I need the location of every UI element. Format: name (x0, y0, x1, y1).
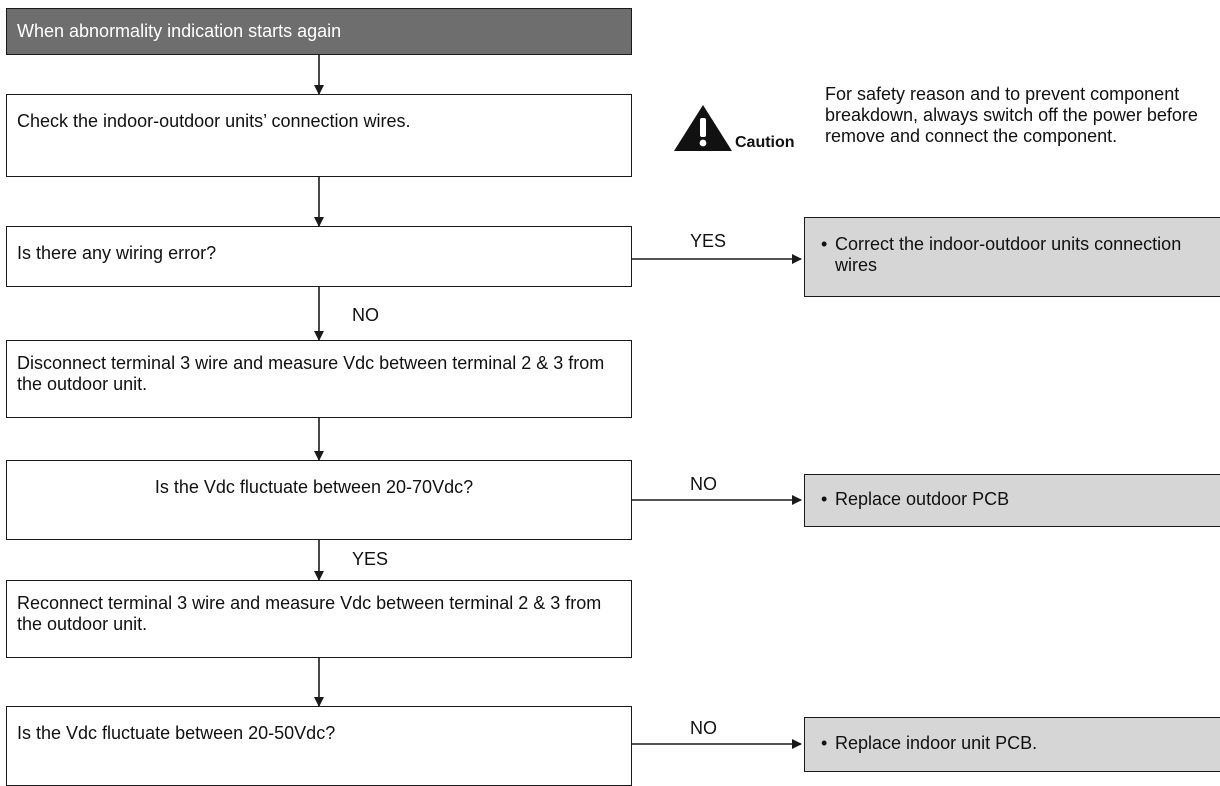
vdc-70-question-text: Is the Vdc fluctuate between 20-70Vdc? (154, 477, 474, 497)
caution-text: For safety reason and to prevent compone… (825, 84, 1198, 146)
q2-no-label: NO (690, 474, 717, 494)
start-text: When abnormality indication starts again (17, 21, 342, 41)
bullet: • (821, 489, 828, 509)
reconnect-terminal-text: Reconnect terminal 3 wire and measure Vd… (17, 593, 602, 634)
correct-wires-result-text: Correct the indoor-outdoor units connect… (835, 234, 1182, 275)
vdc-50-question-text: Is the Vdc fluctuate between 20-50Vdc? (17, 723, 336, 743)
q3-no-label: NO (690, 718, 717, 738)
vdc-50-question-box: Is the Vdc fluctuate between 20-50Vdc? (6, 706, 632, 786)
reconnect-terminal-box: Reconnect terminal 3 wire and measure Vd… (6, 580, 632, 658)
start-box: When abnormality indication starts again (6, 8, 632, 55)
replace-outdoor-pcb-result-text: Replace outdoor PCB (835, 489, 1010, 509)
vdc-70-question-box: Is the Vdc fluctuate between 20-70Vdc? (6, 460, 632, 540)
wiring-error-question-text: Is there any wiring error? (17, 243, 217, 263)
replace-indoor-pcb-result-box: • Replace indoor unit PCB. (804, 717, 1220, 772)
warning-triangle-icon (674, 105, 732, 151)
caution-label: Caution (735, 134, 795, 151)
replace-outdoor-pcb-result-box: • Replace outdoor PCB (804, 474, 1220, 527)
correct-wires-result-box: • Correct the indoor-outdoor units connec… (804, 217, 1220, 297)
wiring-error-question-box: Is there any wiring error? (6, 226, 632, 287)
disconnect-terminal-text: Disconnect terminal 3 wire and measure V… (17, 353, 605, 394)
check-wires-box: Check the indoor-outdoor units’ connecti… (6, 94, 632, 177)
bullet: • (821, 733, 828, 753)
bullet: • (821, 234, 828, 254)
q2-yes-label: YES (352, 549, 389, 569)
q1-yes-label: YES (690, 231, 727, 251)
replace-indoor-pcb-result-text: Replace indoor unit PCB. (835, 733, 1038, 753)
check-wires-text: Check the indoor-outdoor units’ connecti… (17, 111, 411, 131)
q1-no-label: NO (352, 305, 379, 325)
disconnect-terminal-box: Disconnect terminal 3 wire and measure V… (6, 340, 632, 418)
